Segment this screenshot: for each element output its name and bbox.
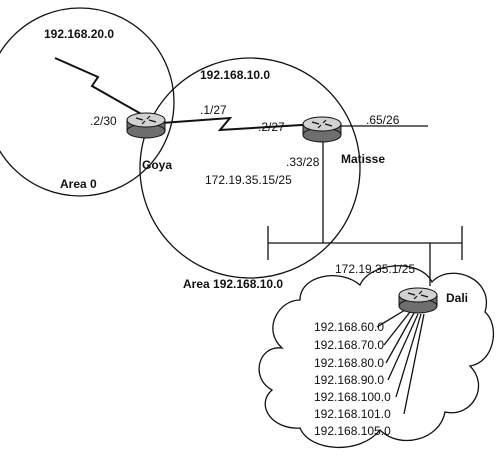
dali-network-label: 192.168.80.0 xyxy=(314,356,384,370)
area-0-circle xyxy=(0,7,175,197)
matisse-east-interface-label: .65/26 xyxy=(366,113,400,127)
router-icon xyxy=(126,112,166,139)
dali-router-name: Dali xyxy=(446,291,468,305)
dali-net-link xyxy=(395,313,422,398)
dali-network-label: 192.168.90.0 xyxy=(314,373,384,387)
area-b-name-label: Area 192.168.10.0 xyxy=(183,277,283,291)
area-192-168-10-0-circle xyxy=(139,57,361,279)
area-b-network-label: 192.168.10.0 xyxy=(200,68,270,82)
area-0-name-label: Area 0 xyxy=(60,177,97,191)
serial-link-icon xyxy=(54,57,144,116)
router-icon xyxy=(398,287,438,314)
dali-network-label: 192.168.105.0 xyxy=(314,424,391,438)
dali-network-label: 192.168.60.0 xyxy=(314,320,384,334)
dali-net-link xyxy=(385,312,415,364)
matisse-ethernet-mask-label: .33/28 xyxy=(286,155,320,169)
cloud-icon xyxy=(258,265,495,449)
dali-net-link xyxy=(376,309,406,328)
goya-serial-interface-label: .1/27 xyxy=(200,103,227,117)
dali-network-label: 192.168.101.0 xyxy=(314,407,391,421)
area-0-network-label: 192.168.20.0 xyxy=(44,27,114,41)
dali-net-link xyxy=(383,311,411,346)
dali-network-label: 192.168.70.0 xyxy=(314,338,384,352)
dali-network-label: 192.168.100.0 xyxy=(314,390,391,404)
dali-ethernet-interface-label: 172.19.35.1/25 xyxy=(335,262,415,276)
matisse-router-name: Matisse xyxy=(341,152,385,166)
goya-matisse-serial-link xyxy=(147,116,319,132)
matisse-ethernet-ip-label: 172.19.35.15/25 xyxy=(205,173,292,187)
matisse-serial-interface-label: .2/27 xyxy=(258,120,285,134)
goya-router-name: Goya xyxy=(142,158,172,172)
dali-net-link xyxy=(387,313,419,381)
router-icon xyxy=(302,116,342,143)
goya-area0-interface-label: .2/30 xyxy=(90,114,117,128)
dali-net-link xyxy=(403,313,425,415)
